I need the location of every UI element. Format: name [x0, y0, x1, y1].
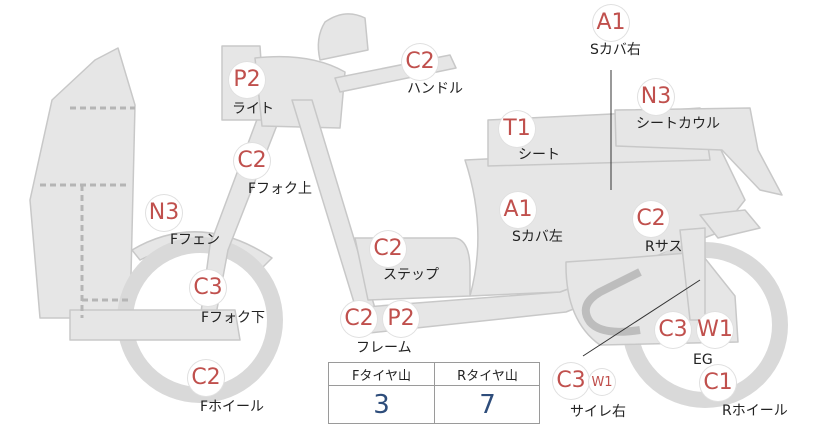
- r-sus-label: Rサス: [645, 239, 683, 255]
- r-tyre-value: 7: [479, 389, 496, 420]
- muffler-label: サイレ右: [570, 404, 626, 420]
- light-badge: P2: [229, 62, 265, 98]
- frame-badge-p2: P2: [383, 301, 419, 337]
- f-wheel-badge: C2: [188, 360, 224, 396]
- f-tyre-header: Fタイヤ山: [351, 368, 412, 384]
- step-label: ステップ: [383, 267, 439, 283]
- tyre-tread-table: Fタイヤ山 Rタイヤ山 3 7: [328, 362, 540, 424]
- table-divider-v: [434, 363, 435, 423]
- f-fender-label: Fフェン: [170, 232, 221, 248]
- engine-badge-c3: C3: [655, 312, 691, 348]
- handle-label: ハンドル: [407, 81, 463, 97]
- s-cover-right-badge: A1: [593, 5, 629, 41]
- seat-cowl-badge: N3: [638, 79, 674, 115]
- seat-label: シート: [518, 147, 560, 163]
- rear-arm: [699, 209, 761, 239]
- muffler-badge-w1: W1: [589, 369, 615, 395]
- fork-upper-badge: C2: [234, 143, 270, 179]
- step-badge: C2: [370, 231, 406, 267]
- s-cover-left-badge: A1: [500, 192, 536, 228]
- handle-body: [254, 55, 346, 129]
- frame-label: フレーム: [356, 340, 412, 356]
- s-cover-right-label: Sカバ右: [590, 42, 641, 58]
- exhaust-loop: [581, 268, 642, 336]
- s-cover-left-label: Sカバ左: [512, 229, 563, 245]
- r-wheel-badge: C1: [700, 365, 736, 401]
- f-wheel-label: Fホイール: [200, 399, 265, 415]
- muffler-badge-c3: C3: [553, 363, 589, 399]
- r-tyre-header: Rタイヤ山: [457, 368, 518, 384]
- engine-badge-w1: W1: [697, 312, 733, 348]
- seat-badge: T1: [499, 111, 535, 147]
- handle-badge: C2: [402, 44, 438, 80]
- frame-badge-c2: C2: [341, 301, 377, 337]
- fork-lower-label: Fフォク下: [201, 310, 266, 326]
- mirror: [317, 13, 369, 61]
- light-label: ライト: [232, 101, 274, 117]
- f-fender-badge: N3: [146, 195, 182, 231]
- r-sus-badge: C2: [633, 201, 669, 237]
- seat-cowl-label: シートカウル: [636, 116, 720, 132]
- fork-lower-badge: C3: [190, 270, 226, 306]
- f-tyre-value: 3: [373, 389, 390, 420]
- r-wheel-label: Rホイール: [722, 403, 788, 419]
- engine-label: EG: [693, 352, 713, 368]
- fork-lower-block: [69, 309, 241, 341]
- fork-upper-label: Fフォク上: [248, 181, 313, 197]
- seat-cowl: [614, 107, 783, 196]
